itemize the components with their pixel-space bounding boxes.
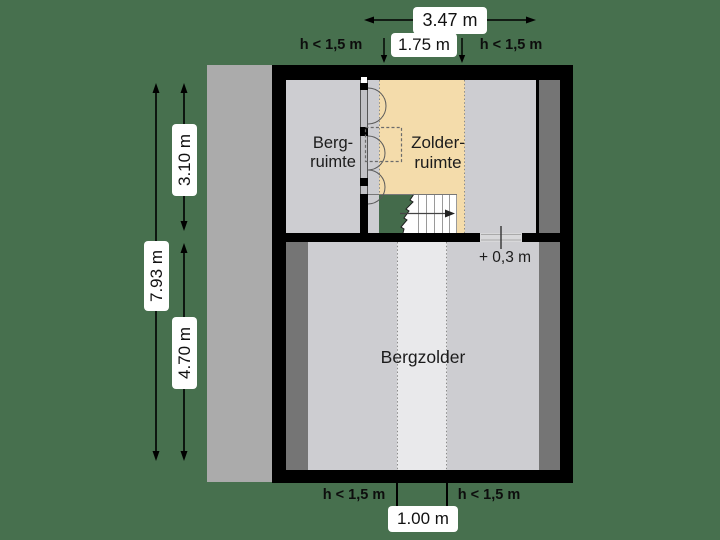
dimension-bottom-section-height: 4.70 m [172, 317, 197, 389]
dimension-strip-width-value: 1.00 m [397, 509, 449, 528]
label-bergruimte: Berg- ruimte [296, 134, 370, 172]
center-height-strip [397, 242, 447, 470]
label-zolderruimte-line1: Zolder- [411, 133, 465, 152]
partition-wall-block-mid [360, 127, 368, 136]
dimension-zolder-width-value: 1.75 m [398, 35, 450, 54]
height-label-top-left: h < 1,5 m [299, 37, 363, 53]
dimension-zolder-width: 1.75 m [391, 33, 457, 57]
label-bergzolder: Bergzolder [380, 347, 466, 367]
dimension-top-section-height-value: 3.10 m [174, 134, 194, 186]
height-label-bottom-right: h < 1,5 m [457, 487, 521, 503]
label-zolderruimte: Zolder- ruimte [399, 133, 477, 172]
outside-roof-band [207, 65, 272, 482]
partition-wall-solid-bottom [360, 194, 368, 233]
threshold-marks [481, 226, 521, 249]
dimension-bottom-section-height-value: 4.70 m [174, 327, 194, 379]
dimension-top-width: 3.47 m [413, 7, 487, 34]
height-label-top-right: h < 1,5 m [479, 37, 543, 53]
partition-wall-block-top [360, 83, 368, 90]
partition-wall [360, 80, 368, 194]
low-height-zone-bottom-left [286, 242, 308, 470]
door-swing-arcs [367, 87, 387, 205]
low-height-zone-bottom-right [539, 242, 560, 470]
stair-direction-arrow [400, 209, 455, 218]
dimension-strip-width: 1.00 m [388, 506, 458, 532]
dimension-ticks-zolder-width [380, 38, 466, 63]
dimension-ticks-strip-width [396, 483, 448, 507]
low-height-zone-top-right [539, 80, 560, 233]
dimension-top-width-value: 3.47 m [422, 10, 478, 30]
dotted-zone-lines [379, 80, 465, 470]
label-zolderruimte-line2: ruimte [414, 152, 462, 172]
dimension-top-section-height: 3.10 m [172, 124, 197, 196]
dimension-total-height-value: 7.93 m [146, 250, 166, 302]
height-label-bottom-left: h < 1,5 m [322, 487, 386, 503]
label-bergruimte-line2: ruimte [310, 152, 356, 171]
section-divider-wall [286, 233, 560, 242]
partition-wall-gap [361, 77, 367, 83]
stair-void [379, 194, 414, 233]
label-bergruimte-line1: Berg- [312, 134, 354, 152]
staircase-landing-strip [368, 194, 379, 233]
label-level-marker: + 0,3 m [478, 249, 532, 266]
partition-wall-block-low [360, 178, 368, 186]
dashed-fixture-outline [364, 126, 403, 163]
dimension-total-height: 7.93 m [144, 241, 169, 311]
stair-break-line [400, 193, 415, 234]
